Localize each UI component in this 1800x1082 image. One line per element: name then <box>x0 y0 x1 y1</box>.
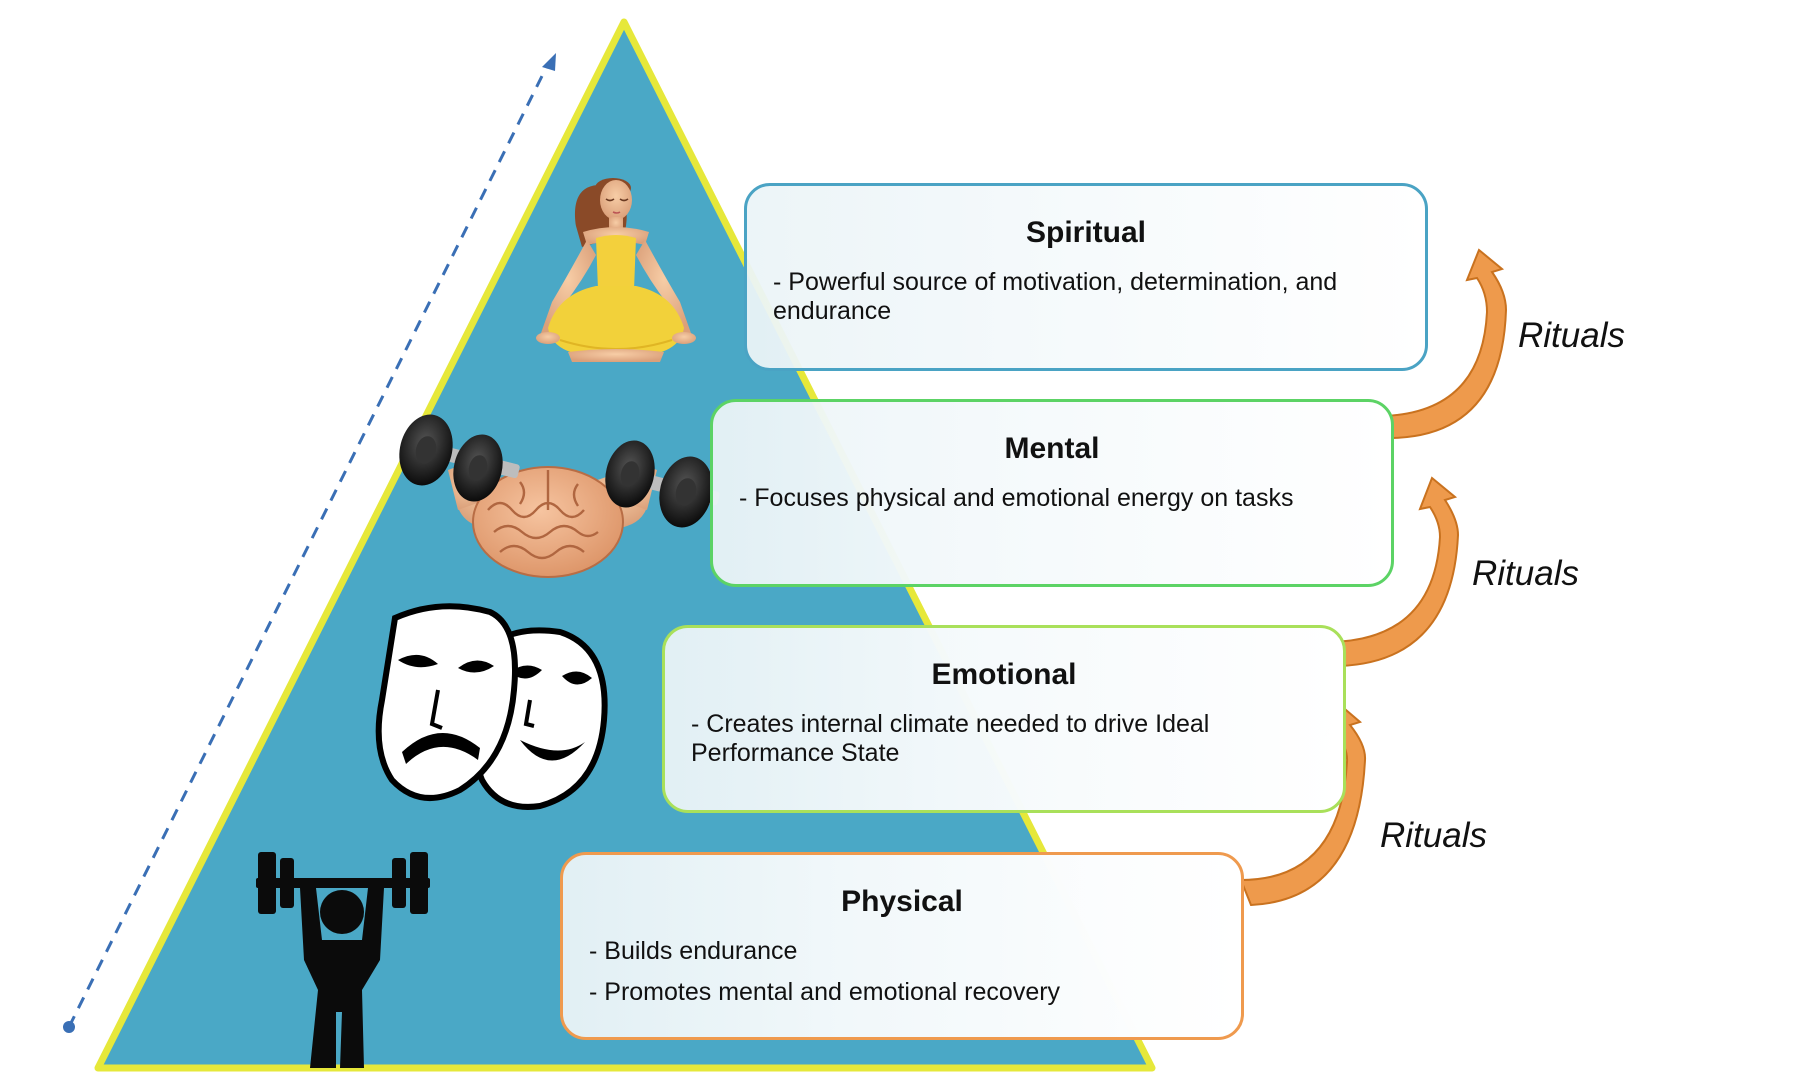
meditation-icon <box>536 178 696 362</box>
weightlifter-icon <box>256 852 430 1068</box>
level-title-emotional: Emotional <box>931 658 1077 691</box>
level-title-mental: Mental <box>1004 432 1100 465</box>
level-desc-spiritual: - Powerful source of motivation, determi… <box>773 268 1338 325</box>
theater-masks-icon <box>375 603 608 810</box>
card-physical: Physical - Builds endurance - Promotes m… <box>560 852 1244 1040</box>
level-desc-physical-2: - Promotes mental and emotional recovery <box>589 978 1061 1006</box>
card-spiritual: Spiritual - Powerful source of motivatio… <box>744 183 1428 371</box>
card-mental: Mental - Focuses physical and emotional … <box>710 399 1394 587</box>
level-title-spiritual: Spiritual <box>1025 216 1146 249</box>
rituals-label-top: Rituals <box>1518 316 1625 355</box>
rituals-label-bottom: Rituals <box>1380 816 1487 855</box>
brain-dumbbell-icon <box>399 414 720 578</box>
level-desc-physical-1: - Builds endurance <box>589 937 798 965</box>
rituals-label-middle: Rituals <box>1472 554 1579 593</box>
level-desc-mental: - Focuses physical and emotional energy … <box>739 484 1294 512</box>
upward-dashed-arrow <box>63 53 556 1033</box>
card-emotional: Emotional - Creates internal climate nee… <box>662 625 1346 813</box>
level-title-physical: Physical <box>841 885 963 918</box>
level-desc-emotional: - Creates internal climate needed to dri… <box>691 710 1210 767</box>
